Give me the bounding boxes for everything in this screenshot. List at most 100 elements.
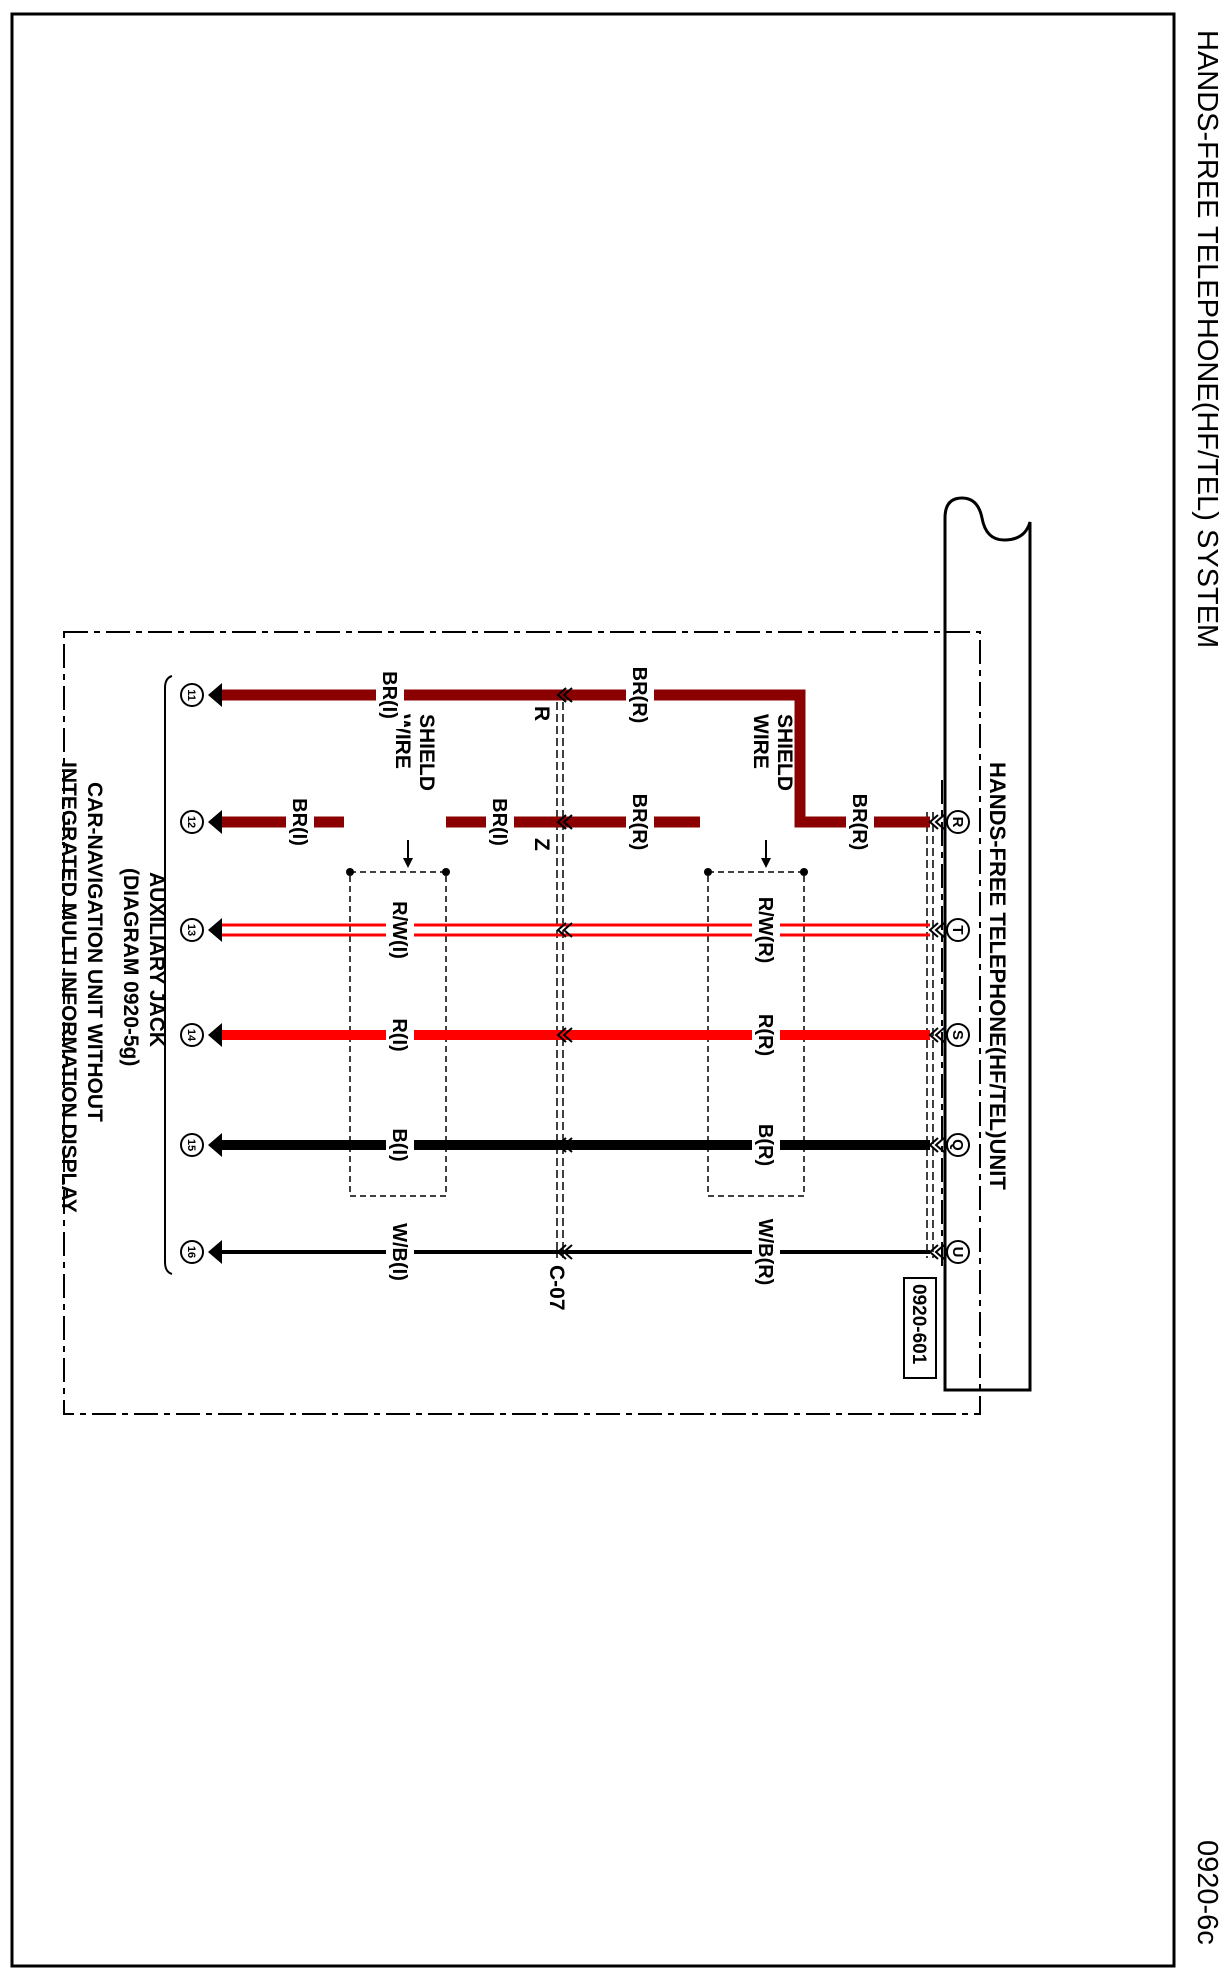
connector-code: 0920-601 (908, 1284, 929, 1365)
junction-chevron (556, 1137, 573, 1153)
destination-line1: AUXILIARY JACK (145, 872, 168, 1047)
wire-label-upper-3-bg (752, 890, 780, 970)
pin-circle (180, 1023, 204, 1047)
junction-chevron (556, 922, 573, 938)
terminals-group: R T S Q U (928, 810, 970, 1264)
shield-arrowhead (403, 858, 413, 868)
wire-label-lower-4: R(I) (388, 1018, 410, 1051)
terminal-circle (946, 1240, 970, 1264)
pin-label-12: 12 (185, 816, 197, 828)
terminal-label-s: S (949, 1030, 966, 1040)
shield-dot (442, 868, 450, 876)
shield-label-upper: SHIELD WIRE (749, 714, 796, 797)
pin-label-13: 13 (185, 924, 197, 936)
shield-dot (346, 868, 354, 876)
pin-circle (180, 810, 204, 834)
wire-label-lower-2: BR(I) (488, 798, 510, 846)
wire-label-lower-1: BR(I) (288, 798, 310, 846)
terminal-circle (946, 1133, 970, 1157)
pin-arrow (208, 918, 222, 942)
shield-label-upper-line2: WIRE (749, 714, 772, 769)
junction-code: C-07 (545, 1265, 568, 1311)
terminal-chevron (928, 1137, 945, 1153)
wire-label-upper-0: BR(R) (628, 667, 650, 724)
shield-dot (704, 868, 712, 876)
wire-label-upper-6: W/B(R) (754, 1219, 776, 1286)
terminal-chevron (928, 814, 945, 830)
junction-chevron (556, 1244, 573, 1260)
terminal-circle (946, 810, 970, 834)
pin-arrow (208, 1023, 222, 1047)
wire-label-upper-1: BR(R) (628, 794, 650, 851)
terminal-chevron (928, 922, 945, 938)
terminal-chevron (928, 1244, 945, 1260)
junction-letter-z: Z (530, 838, 553, 851)
wire-label-upper-5-bg (752, 1117, 780, 1173)
wire-label-upper-0-bg (626, 661, 654, 729)
junction-letter-r: R (530, 706, 553, 721)
terminal-circle (946, 918, 970, 942)
wire-br-pin11 (222, 689, 930, 828)
destination-bracket (164, 675, 173, 1275)
diagram-title: HANDS-FREE TELEPHONE(HF/TEL) SYSTEM (1191, 30, 1223, 648)
shield-dot (800, 868, 808, 876)
terminal-label-q: Q (949, 1139, 966, 1151)
terminal-circle (946, 1023, 970, 1047)
circuit-outline (63, 631, 981, 1415)
pin-circle (180, 683, 204, 707)
wire-label-lower-0: BR(I) (378, 671, 400, 719)
page-border (10, 12, 1176, 1968)
wire-label-lower-3: R/W(I) (388, 901, 410, 959)
junction-chevron (556, 814, 573, 830)
terminal-label-r: R (949, 817, 966, 828)
pin-circle (180, 918, 204, 942)
wire-label-lower-5-bg (386, 1117, 414, 1173)
hf-tel-unit-label: HANDS-FREE TELEPHONE(HF/TEL)UNIT (985, 762, 1010, 1190)
wires-group (222, 687, 930, 1260)
junction-chevron (556, 1027, 573, 1043)
wire-label-upper-5: B(R) (754, 1124, 776, 1166)
destination-line2: (DIAGRAM 0920-5g) (119, 868, 142, 1066)
wire-label-upper-6-bg (752, 1212, 780, 1292)
pin-arrow (208, 683, 222, 707)
wire-label-lower-6: W/B(I) (388, 1223, 410, 1281)
pin-label-15: 15 (185, 1139, 197, 1151)
wire-label-upper-4-bg (752, 1007, 780, 1063)
page-code: 0920-6c (1191, 1840, 1223, 1945)
terminal-chevron (928, 1027, 945, 1043)
destination-line3: CAR-NAVIGATION UNIT WITHOUT (83, 782, 106, 1122)
wire-label-lower-3-bg (386, 890, 414, 970)
wire-label-upper-2-bg (846, 788, 874, 856)
wire-label-upper-3: R/W(R) (754, 897, 776, 964)
pin-circle (180, 1133, 204, 1157)
pin-label-14: 14 (185, 1029, 197, 1042)
pin-arrow (208, 810, 222, 834)
wire-label-upper-1-bg (626, 788, 654, 856)
destination-line4: INTEGRATED MULTI INFORMATION DISPLAY (57, 762, 80, 1213)
wire-label-lower-6-bg (386, 1212, 414, 1292)
wire-label-lower-4-bg (386, 1007, 414, 1063)
pin-arrow (208, 1133, 222, 1157)
wire-label-lower-2-bg (486, 788, 514, 856)
junction-chevron (556, 687, 573, 703)
wire-labels-group: BR(R) BR(R) BR(R) R/W(R) R(R) B(R) W/B(R) BR(I)… (286, 661, 874, 1292)
terminal-label-t: T (949, 925, 966, 934)
wire-label-upper-4: R(R) (754, 1014, 776, 1056)
wire-label-lower-1-bg (286, 788, 314, 856)
pins-group: 11 12 13 14 15 16 (180, 683, 222, 1264)
terminal-label-u: U (949, 1247, 966, 1258)
shield-label-lower: SHIELD WIRE (391, 714, 438, 797)
pin-label-11: 11 (185, 689, 197, 701)
connector-code-box (903, 1277, 937, 1379)
pin-arrow (208, 1240, 222, 1264)
hf-tel-unit-box (943, 496, 1032, 1392)
shield-label-lower-line1: SHIELD (415, 714, 438, 791)
pin-circle (180, 1240, 204, 1264)
wire-label-lower-5: B(I) (388, 1128, 410, 1161)
shield-arrowhead (761, 858, 771, 868)
shield-label-upper-line1: SHIELD (773, 714, 796, 791)
wire-label-upper-2: BR(R) (848, 794, 870, 851)
wire-label-lower-0-bg (376, 661, 404, 729)
pin-label-16: 16 (185, 1246, 197, 1258)
